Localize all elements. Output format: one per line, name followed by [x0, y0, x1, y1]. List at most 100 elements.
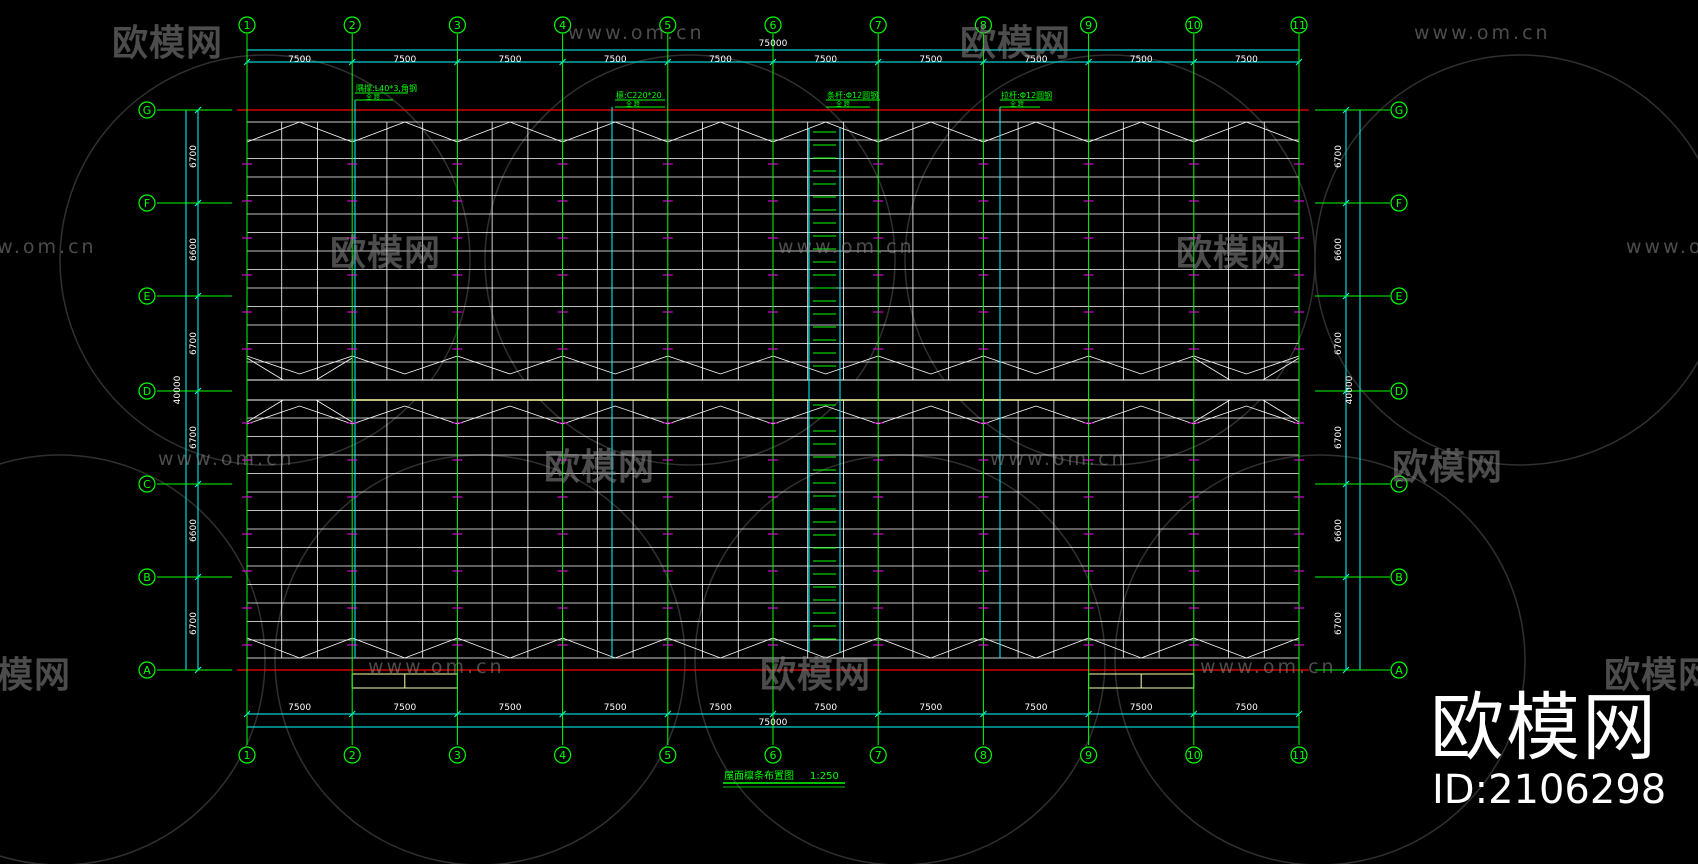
brace-chevron — [667, 121, 774, 143]
row-bubble-C: C — [143, 478, 151, 491]
bay-dimension: 7500 — [709, 703, 732, 713]
column-bubble-11: 11 — [1292, 19, 1306, 32]
bay-dimension: 7500 — [919, 55, 942, 65]
top-total-dimension: 75000 — [759, 39, 788, 49]
column-bubble-1: 1 — [244, 749, 251, 762]
row-bubble-A: A — [143, 664, 151, 677]
brace-chevron — [352, 121, 458, 143]
row-dimension: 6600 — [1334, 519, 1344, 542]
row-bubble-G-circle — [1390, 101, 1408, 119]
brace-chevron — [772, 637, 879, 659]
row-bubble-G-circle — [138, 101, 156, 119]
row-dimension: 6600 — [1334, 238, 1344, 261]
grid-axes — [157, 34, 1390, 745]
bay-dimension: 7500 — [1130, 55, 1153, 65]
logo-name: 欧模网 — [1430, 685, 1658, 771]
bay-dimension: 7500 — [1025, 55, 1048, 65]
brace-chevron — [457, 121, 563, 143]
row-bubble-B: B — [1395, 571, 1403, 584]
bay-dimension: 7500 — [709, 55, 732, 65]
column-bubble-2: 2 — [349, 749, 356, 762]
row-bubble-B-circle — [138, 568, 156, 586]
column-bubble-9-circle — [1079, 16, 1098, 34]
row-bubble-C-circle — [1390, 475, 1408, 493]
brace-chevron — [878, 121, 984, 143]
column-bubble-5-circle — [659, 16, 677, 34]
column-bubble-10: 10 — [1187, 19, 1201, 32]
column-bubble-3-circle — [448, 16, 466, 34]
row-bubble-G: G — [1395, 104, 1404, 117]
column-bubble-6: 6 — [770, 19, 777, 32]
brace-chevron — [352, 405, 458, 425]
column-bubble-4: 4 — [559, 19, 566, 32]
brand-logo: 欧模网 ID:2106298 — [1430, 688, 1666, 812]
brace-chevron — [562, 355, 668, 375]
column-bubble-11-circle — [1290, 16, 1308, 34]
row-bubble-D: D — [1395, 385, 1403, 398]
bottom-total-dimension: 75000 — [759, 718, 788, 728]
drawing-scale: 1:250 — [810, 771, 839, 782]
column-bubble-8-circle — [974, 16, 993, 34]
column-bubble-8: 8 — [980, 19, 987, 32]
brace-chevron — [246, 355, 353, 375]
row-bubble-D-circle — [1390, 382, 1408, 400]
column-bubble-4-circle — [553, 746, 572, 764]
bay-dimension: 7500 — [1025, 703, 1048, 713]
row-bubble-C: C — [1395, 478, 1403, 491]
brace-chevron — [1088, 121, 1194, 143]
row-bubble-F: F — [1396, 197, 1402, 210]
brace-chevron — [457, 637, 563, 659]
column-bubble-9: 9 — [1085, 19, 1092, 32]
row-bubble-A: A — [1395, 664, 1403, 677]
column-bubble-11: 11 — [1292, 749, 1306, 762]
row-bubble-A-circle — [1390, 661, 1408, 679]
column-bubble-10: 10 — [1187, 749, 1201, 762]
column-bubble-10-circle — [1185, 16, 1203, 34]
brace-chevron — [667, 355, 774, 375]
brace-chevron — [1193, 121, 1300, 143]
column-bubble-7-circle — [869, 16, 887, 34]
column-bubble-1-circle — [238, 16, 256, 34]
brace-chevron — [352, 637, 458, 659]
note-2-sub: 全 跨 — [626, 100, 640, 108]
left-total-dimension: 40000 — [173, 375, 183, 404]
note-4-text: 拉杆:Φ12圆钢 — [1001, 90, 1052, 100]
brace-chevron — [1193, 355, 1300, 375]
bay-dimension: 7500 — [814, 703, 837, 713]
note-3-text: 条杆:Φ12圆钢 — [827, 90, 878, 100]
bay-dimension: 7500 — [288, 703, 311, 713]
column-bubble-4: 4 — [559, 749, 566, 762]
brace-chevron — [352, 355, 458, 375]
row-bubble-G: G — [143, 104, 152, 117]
column-bubble-3: 3 — [454, 749, 461, 762]
row-dimension: 6700 — [1334, 426, 1344, 449]
column-bubble-6-circle — [764, 16, 782, 34]
brace-chevron — [562, 405, 668, 425]
column-bubble-4-circle — [553, 16, 572, 34]
bay-dimension: 7500 — [1235, 55, 1258, 65]
brace-chevron — [878, 637, 984, 659]
bay-dimension: 7500 — [814, 55, 837, 65]
row-dimension: 6700 — [189, 612, 199, 635]
brace-chevron — [667, 637, 774, 659]
brace-chevron — [562, 121, 668, 143]
brace-chevron — [246, 405, 353, 425]
column-bubble-2-circle — [343, 16, 361, 34]
column-bubble-2-circle — [343, 746, 361, 764]
bay-dimension: 7500 — [393, 55, 416, 65]
note-3: 条杆:Φ12圆钢 全 跨 — [826, 90, 880, 108]
column-bubble-3-circle — [448, 746, 466, 764]
brace-chevron — [878, 355, 984, 375]
brace-chevron — [878, 405, 984, 425]
row-dimension: 6700 — [1334, 145, 1344, 168]
bay-dimension: 7500 — [499, 703, 522, 713]
note-1-text: 隅撑:L40*3,角钢 — [356, 83, 417, 93]
column-bubble-2: 2 — [349, 19, 356, 32]
row-bubble-D-circle — [138, 382, 156, 400]
